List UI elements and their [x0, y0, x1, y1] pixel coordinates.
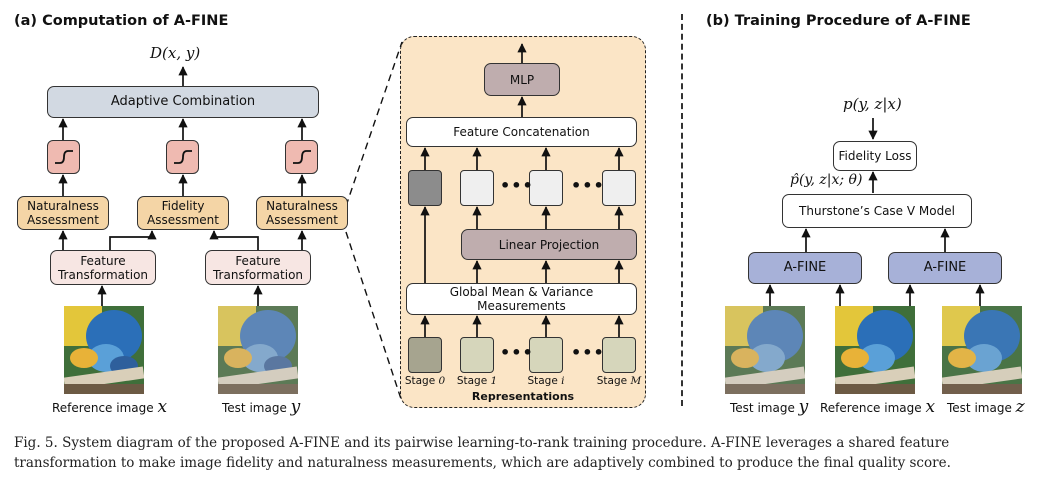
- test-image: [218, 306, 298, 394]
- feature-concatenation-box: Feature Concatenation: [406, 117, 637, 147]
- right-panel-title: (b) Training Procedure of A-FINE: [706, 13, 971, 29]
- stage-0-feature: [408, 170, 442, 206]
- thurstone-model-box: Thurstone’s Case V Model: [782, 194, 972, 228]
- reference-image-x-caption: Reference image x: [820, 397, 936, 417]
- figure-caption: Fig. 5. System diagram of the proposed A…: [14, 435, 951, 471]
- feature-transformation-left: Feature Transformation: [50, 250, 156, 285]
- reference-image: [64, 306, 144, 394]
- left-panel-title: (a) Computation of A-FINE: [14, 13, 229, 29]
- stage-label: Stage M: [596, 375, 642, 387]
- stage-i-feature: [529, 170, 563, 206]
- stage-m-representation: [602, 337, 636, 373]
- mlp-box: MLP: [484, 63, 560, 96]
- global-mean-variance-box: Global Mean & Variance Measurements: [406, 283, 637, 315]
- output-label: D(x, y): [150, 44, 201, 62]
- linear-projection-box: Linear Projection: [461, 229, 637, 260]
- adaptive-combination-box: Adaptive Combination: [47, 86, 319, 118]
- target-probability: p(y, z|x): [843, 95, 902, 113]
- representations-label: Representations: [471, 390, 575, 403]
- stage-1-feature: [460, 170, 494, 206]
- sigmoid-icon: [47, 140, 80, 174]
- test-image-z: [942, 306, 1022, 394]
- test-image-y-caption: Test image y: [730, 397, 809, 417]
- panel-divider: [681, 14, 683, 406]
- ellipsis: •••: [500, 176, 534, 195]
- predicted-probability: p̂(y, z|x; θ): [790, 172, 863, 188]
- test-image-z-caption: Test image z: [947, 397, 1025, 417]
- stage-i-representation: [529, 337, 563, 373]
- fidelity-assessment: Fidelity Assessment: [137, 196, 229, 230]
- stage-label: Stage 1: [456, 375, 498, 387]
- test-image-caption: Test image y: [222, 397, 301, 417]
- stage-label: Stage i: [527, 375, 565, 387]
- reference-image-caption: Reference image x: [52, 397, 168, 417]
- naturalness-assessment-right: Naturalness Assessment: [256, 196, 348, 230]
- reference-image-x: [835, 306, 915, 394]
- ellipsis: •••: [571, 343, 605, 362]
- test-image-y: [725, 306, 805, 394]
- sigmoid-icon: [285, 140, 318, 174]
- sigmoid-icon: [166, 140, 199, 174]
- stage-0-representation: [408, 337, 442, 373]
- a-fine-right-box: A-FINE: [888, 252, 1002, 284]
- feature-transformation-right: Feature Transformation: [205, 250, 311, 285]
- ellipsis: •••: [500, 343, 534, 362]
- fidelity-loss-box: Fidelity Loss: [833, 141, 917, 171]
- stage-m-feature: [602, 170, 636, 206]
- stage-label: Stage 0: [404, 375, 446, 387]
- a-fine-left-box: A-FINE: [748, 252, 862, 284]
- ellipsis: •••: [571, 176, 605, 195]
- stage-1-representation: [460, 337, 494, 373]
- naturalness-assessment-left: Naturalness Assessment: [17, 196, 109, 230]
